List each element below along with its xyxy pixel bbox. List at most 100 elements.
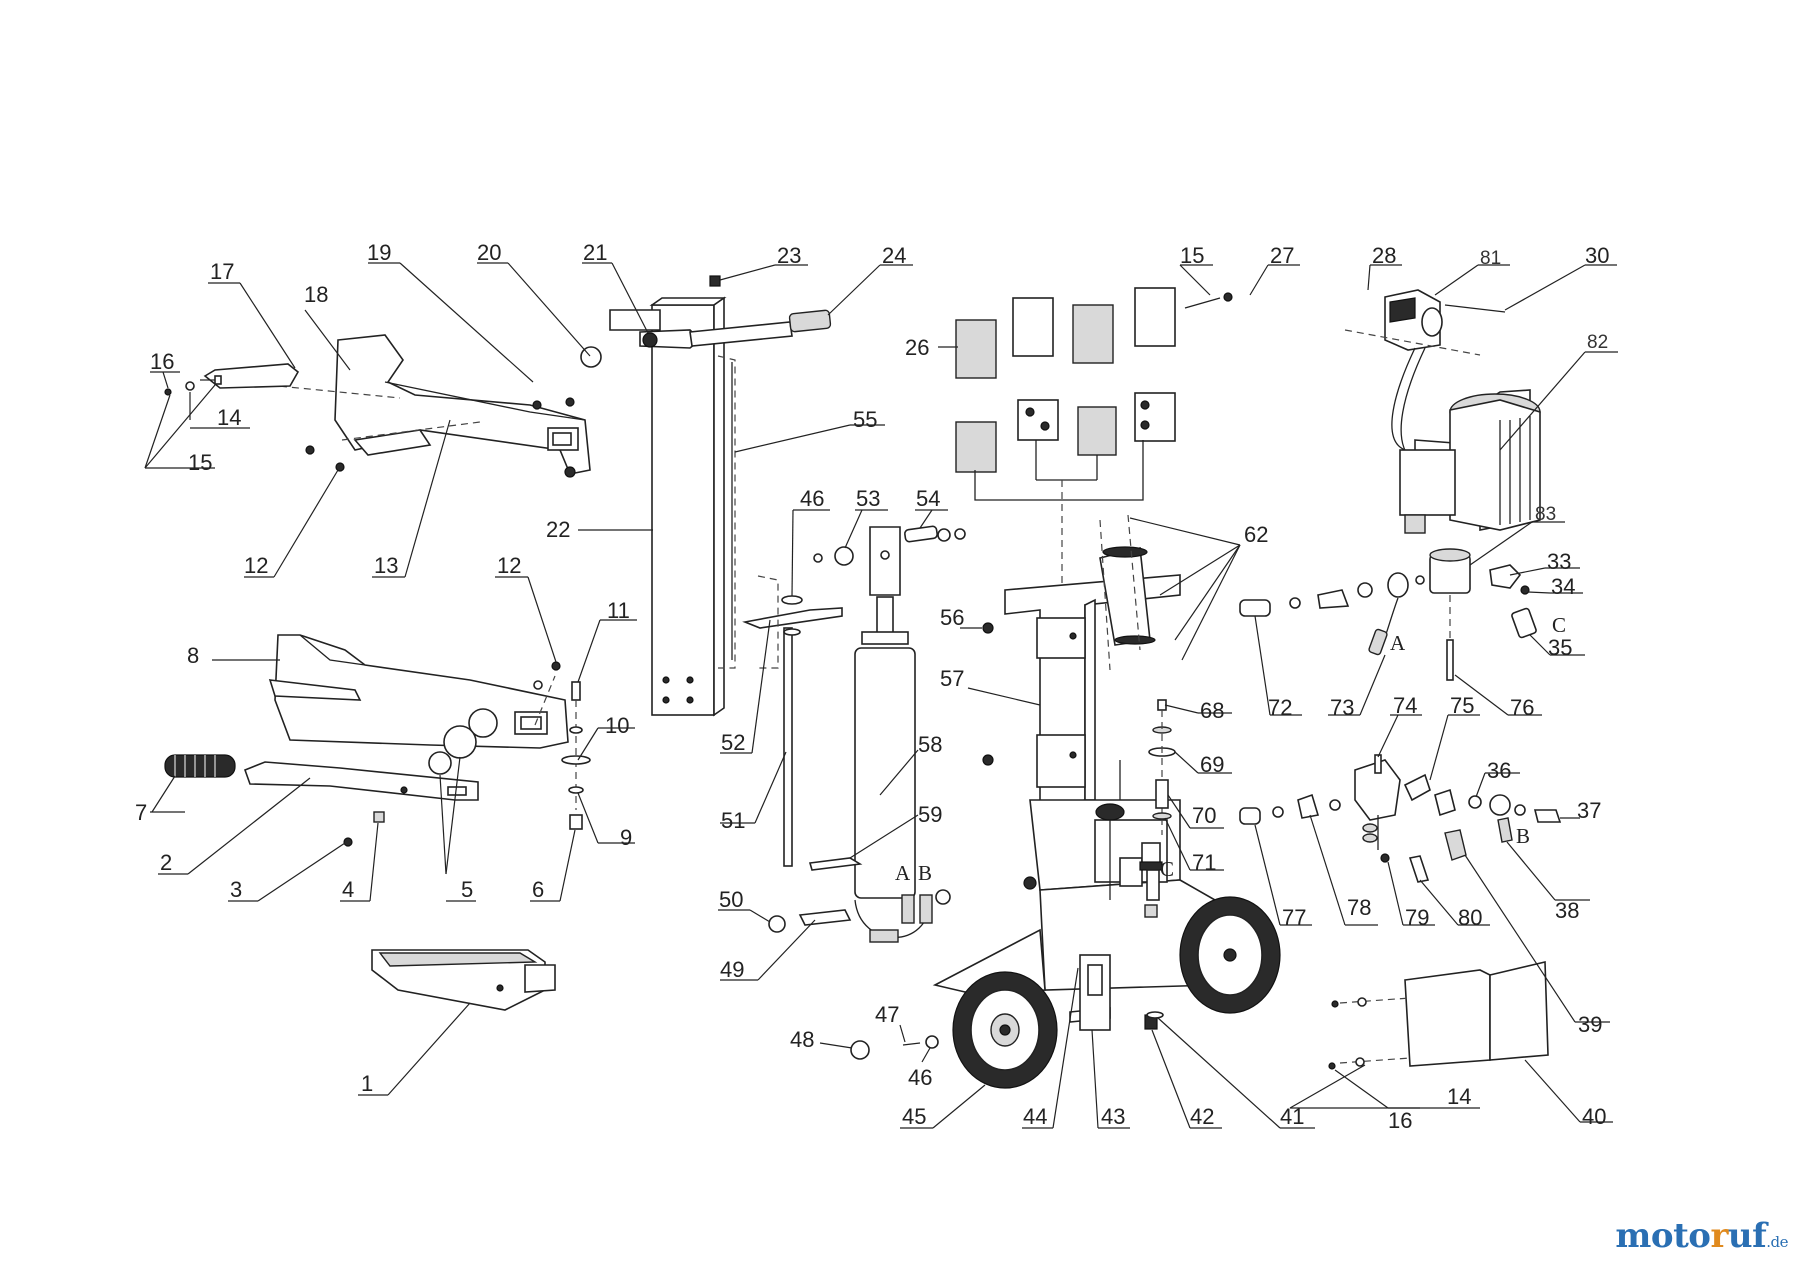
bolt-stack-11	[561, 681, 591, 830]
nut-4	[373, 811, 385, 823]
column-22	[609, 296, 727, 717]
callout-43: 43	[1101, 1104, 1125, 1129]
callout-50: 50	[719, 887, 743, 912]
wheel-45	[952, 971, 1058, 1089]
callout-49: 49	[720, 957, 744, 982]
washer-14	[185, 381, 195, 391]
callout-10: 10	[605, 713, 629, 738]
callout-8: 8	[187, 643, 199, 668]
wheel-right	[1179, 896, 1281, 1014]
ring-54b	[954, 528, 966, 540]
brand-logo: motoruf.de	[1615, 1216, 1788, 1256]
wedge-assembly-18	[267, 334, 591, 478]
callout-46-upper: 46	[800, 486, 824, 511]
callout-14-left: 14	[217, 405, 241, 430]
callout-58: 58	[918, 732, 942, 757]
ring-79	[1380, 853, 1390, 863]
nut-12c	[551, 661, 561, 671]
callout-76: 76	[1510, 695, 1534, 720]
callout-16-right: 16	[1388, 1108, 1412, 1133]
callout-22: 22	[546, 517, 570, 542]
nut-16	[164, 388, 172, 396]
callout-7: 7	[135, 800, 147, 825]
callout-83: 83	[1535, 504, 1556, 525]
bolt-80	[1408, 855, 1430, 883]
knob-56b	[982, 754, 994, 766]
cap-48	[850, 1040, 870, 1060]
callout-38: 38	[1555, 898, 1579, 923]
cross-bar-62	[1099, 514, 1156, 671]
handle-rod-17	[203, 363, 300, 389]
callout-21: 21	[583, 240, 607, 265]
motor-82	[1399, 389, 1541, 534]
callout-52: 52	[721, 730, 745, 755]
cover-40	[1328, 960, 1549, 1070]
screw-12b	[305, 445, 315, 455]
fitting-33	[1489, 564, 1537, 639]
callout-51: 51	[721, 808, 745, 833]
brand-part-1: moto	[1615, 1216, 1711, 1256]
callout-75: 75	[1450, 693, 1474, 718]
callout-30: 30	[1585, 243, 1609, 268]
callout-59: 59	[918, 802, 942, 827]
bracket-assembly-8	[268, 634, 569, 749]
callout-48: 48	[790, 1027, 814, 1052]
callout-15-left: 15	[188, 450, 212, 475]
brand-part-2: r	[1710, 1216, 1728, 1256]
callout-13: 13	[374, 553, 398, 578]
callout-4: 4	[342, 877, 354, 902]
ring-right	[935, 889, 951, 905]
ring-53a	[813, 553, 823, 563]
fitting-line-72	[1239, 572, 1425, 656]
pin-49	[798, 909, 852, 926]
knob-assembly-71	[1095, 760, 1163, 901]
callout-68: 68	[1200, 698, 1224, 723]
bolt-15b	[1184, 297, 1221, 309]
part-drawings	[164, 275, 1562, 1089]
grip-7	[164, 754, 236, 778]
connection-mark-a-line: A	[1390, 631, 1406, 655]
callout-14-right: 14	[1447, 1084, 1471, 1109]
main-frame-57	[932, 574, 1216, 993]
connection-mark-b-cylinder: B	[918, 861, 932, 885]
callout-40: 40	[1582, 1104, 1606, 1129]
lever-2	[243, 761, 479, 801]
knob-56a	[982, 622, 994, 634]
callout-56: 56	[940, 605, 964, 630]
pin-15	[214, 375, 222, 385]
brand-suffix: .de	[1766, 1233, 1788, 1251]
shaft-24	[689, 321, 793, 347]
push-rod-51	[742, 575, 843, 867]
callout-69: 69	[1200, 752, 1224, 777]
valve-74	[1354, 754, 1562, 861]
callout-20: 20	[477, 240, 501, 265]
callout-46-lower: 46	[908, 1065, 932, 1090]
callout-33: 33	[1547, 549, 1571, 574]
callout-28: 28	[1372, 243, 1396, 268]
callout-45: 45	[902, 1104, 926, 1129]
connection-marks: A B A B C C	[895, 613, 1566, 885]
callout-73: 73	[1330, 695, 1354, 720]
callout-26: 26	[905, 335, 929, 360]
callout-47: 47	[875, 1002, 899, 1027]
ring-54a	[937, 528, 951, 542]
callout-79: 79	[1405, 905, 1429, 930]
switch-81	[1344, 289, 1506, 461]
callout-3: 3	[230, 877, 242, 902]
callout-82: 82	[1587, 332, 1608, 353]
washer-46	[925, 1035, 939, 1049]
callout-78: 78	[1347, 895, 1371, 920]
callout-6: 6	[532, 877, 544, 902]
callout-17: 17	[210, 259, 234, 284]
hydraulic-cylinder-58	[854, 526, 933, 943]
callout-42: 42	[1190, 1104, 1214, 1129]
nut-12a	[335, 462, 345, 472]
pump-83	[1429, 548, 1471, 681]
plates-26	[955, 287, 1176, 583]
callout-labels: 1 2 3 4 5 6 7 8 9 10	[135, 240, 1618, 1133]
callout-2: 2	[160, 850, 172, 875]
callout-12-lower: 12	[497, 553, 521, 578]
callout-37: 37	[1577, 798, 1601, 823]
callout-54: 54	[916, 486, 940, 511]
connection-mark-a-cylinder: A	[895, 861, 911, 885]
